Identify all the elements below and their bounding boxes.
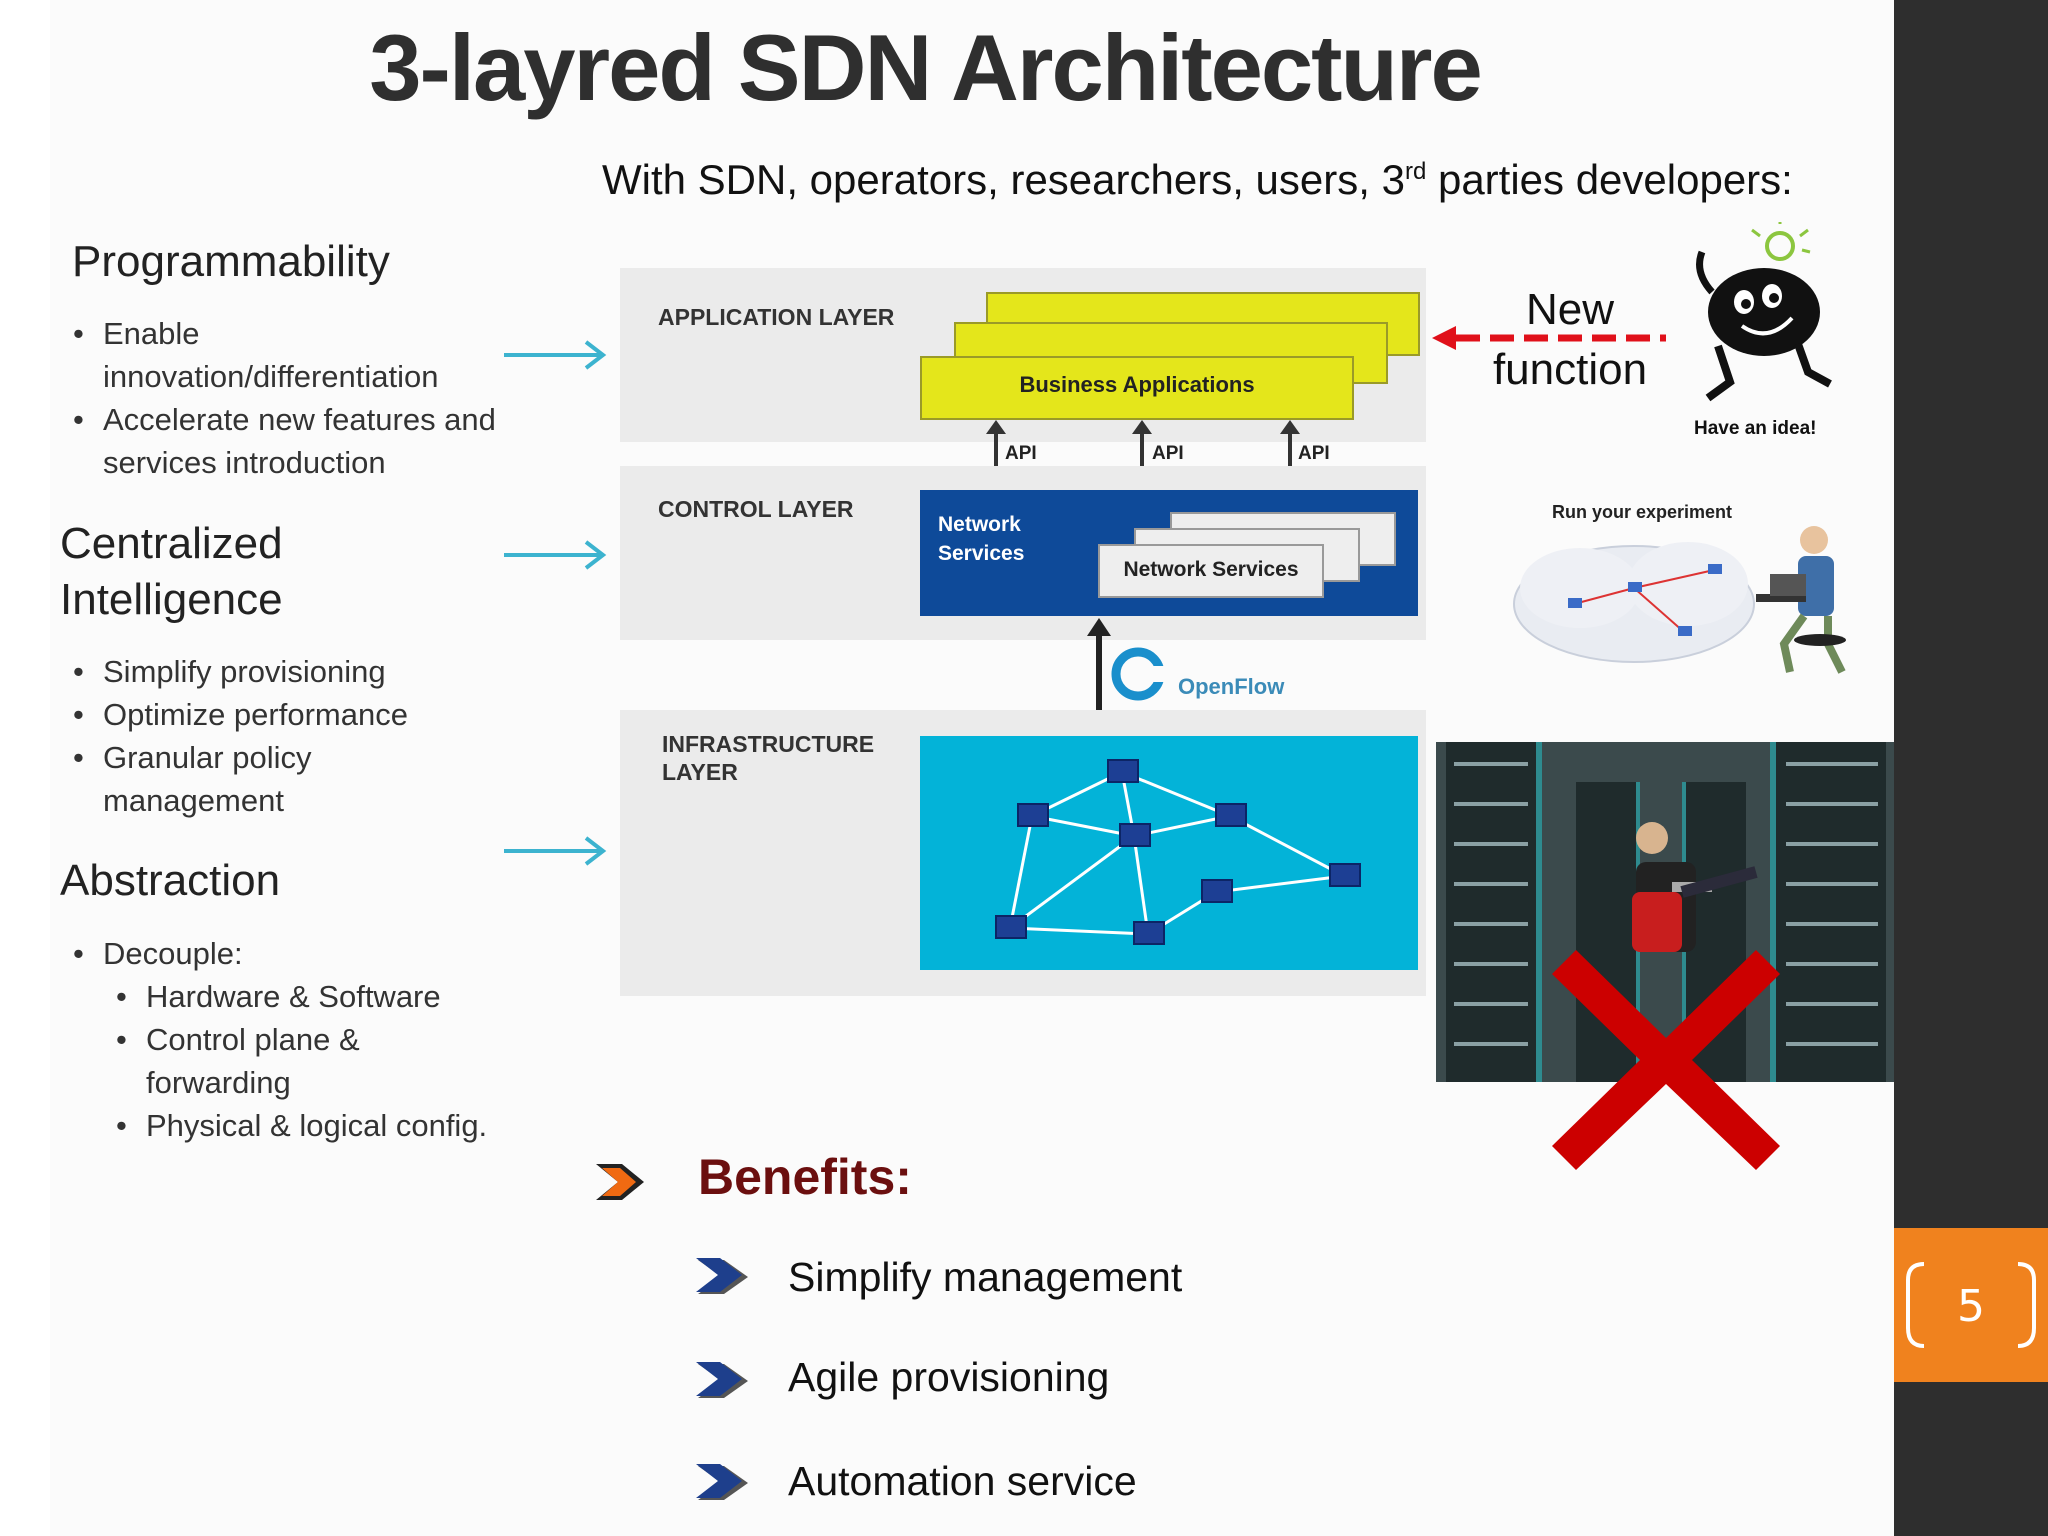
programmability-heading: Programmability [72, 237, 390, 286]
right-arrow-icon [504, 340, 607, 370]
chevron-right-icon [696, 1258, 748, 1294]
list-item-text: Accelerate new features and services int… [103, 402, 496, 480]
list-item: •Granular policy management [73, 740, 312, 818]
list-item: •Accelerate new features and services in… [73, 402, 496, 480]
switch-icon [1107, 759, 1139, 783]
control-layer-label: CONTROL LAYER [658, 496, 854, 522]
benefit-item: Agile provisioning [788, 1354, 1110, 1400]
page-number-box [1894, 1228, 2048, 1382]
right-arrow-icon [504, 836, 607, 866]
benefit-item: Automation service [788, 1458, 1137, 1504]
openflow-logo-icon [1111, 647, 1170, 701]
network-services-box [1098, 544, 1324, 598]
list-item-text: Optimize performance [103, 697, 408, 732]
benefit-item: Simplify management [788, 1254, 1183, 1300]
page-number: 5 [1957, 1281, 1985, 1332]
switch-icon [1017, 803, 1049, 827]
subtitle: With SDN, operators, researchers, users,… [602, 156, 1793, 204]
dashed-arrow-icon [1432, 326, 1666, 350]
slide-title: 3-layred SDN Architecture [369, 15, 1482, 120]
list-item-text: Simplify provisioning [103, 654, 386, 689]
sub-list-item: •Hardware & Software [116, 979, 441, 1014]
switch-icon [1215, 803, 1247, 827]
centralized-heading-line1: Centralized [60, 519, 283, 568]
infrastructure-network-panel [920, 736, 1418, 970]
bracket-icon [1906, 1262, 2036, 1348]
list-item: •Decouple: [73, 936, 243, 971]
application-layer-label: APPLICATION LAYER [658, 304, 895, 330]
switch-icon [1201, 879, 1233, 903]
switch-icon [1119, 823, 1151, 847]
benefits-heading: Benefits: [698, 1149, 912, 1205]
chevron-right-icon [596, 1164, 644, 1200]
openflow-label: OpenFlow [1178, 674, 1285, 699]
chevron-right-icon [696, 1464, 748, 1500]
business-applications-box [920, 356, 1354, 420]
network-topology [995, 759, 1361, 945]
business-applications-label: Business Applications [1019, 372, 1255, 397]
list-item: •Simplify provisioning [73, 654, 386, 689]
list-item-text: Control plane & forwarding [146, 1022, 360, 1100]
infrastructure-layer-label: INFRASTRUCTURE LAYER [662, 731, 875, 785]
red-x-icon [1552, 950, 1780, 1170]
list-item-text: Hardware & Software [146, 979, 441, 1014]
right-arrow-icon [504, 540, 607, 570]
subtitle-pre: With SDN, operators, researchers, users,… [602, 156, 1405, 203]
idea-mascot-icon [1696, 222, 1832, 402]
abstraction-heading: Abstraction [60, 856, 281, 905]
switch-icon [995, 915, 1027, 939]
subtitle-sup: rd [1404, 158, 1427, 185]
list-item-text: Physical & logical config. [146, 1108, 488, 1143]
network-services-box-label: Network Services [1123, 558, 1299, 581]
list-item-text: Granular policy management [103, 740, 312, 818]
list-item: •Enable innovation/differentiation [73, 316, 439, 394]
new-function-label: New function [1470, 280, 1670, 400]
sub-list-item: •Control plane & forwarding [116, 1022, 360, 1100]
have-an-idea-caption: Have an idea! [1694, 418, 1817, 439]
datacenter-photo [1436, 742, 1894, 1082]
server-racks [1436, 742, 1894, 1082]
list-item-text: Decouple: [103, 936, 243, 971]
run-experiment-caption: Run your experiment [1552, 502, 1733, 522]
switch-icon [1133, 921, 1165, 945]
switch-icon [1329, 863, 1361, 887]
chevron-right-icon [696, 1362, 748, 1398]
centralized-heading-line2: Intelligence [60, 575, 283, 624]
api-label: API [1005, 443, 1037, 464]
sub-list-item: •Physical & logical config. [116, 1108, 488, 1143]
network-services-left-label: Network Services [938, 513, 1025, 565]
api-label: API [1298, 443, 1330, 464]
experiment-illustration [1513, 526, 1846, 674]
new-function-text: New function [1492, 285, 1648, 394]
list-item: •Optimize performance [73, 697, 408, 732]
list-item-text: Enable innovation/differentiation [103, 316, 439, 394]
subtitle-post: parties developers: [1426, 156, 1793, 203]
api-label: API [1152, 443, 1184, 464]
